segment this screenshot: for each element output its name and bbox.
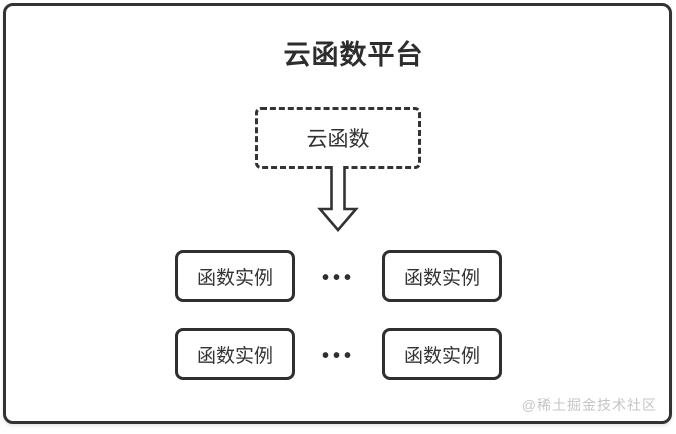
function-instance-label: 函数实例 — [196, 345, 273, 367]
ellipsis-dots: ••• — [321, 344, 355, 367]
down-arrow-icon — [317, 166, 359, 232]
function-instance-box: 函数实例 — [382, 250, 502, 302]
watermark: @稀土掘金技术社区 — [521, 397, 657, 413]
function-instance-box: 函数实例 — [382, 328, 502, 380]
function-instance-label: 函数实例 — [403, 345, 480, 367]
cloud-function-box: 云函数 — [255, 107, 421, 169]
function-instance-box: 函数实例 — [175, 250, 295, 302]
ellipsis-dots: ••• — [321, 266, 355, 289]
cloud-function-label: 云函数 — [306, 128, 370, 151]
function-instance-box: 函数实例 — [175, 328, 295, 380]
function-instance-label: 函数实例 — [403, 267, 480, 289]
page-title: 云函数平台 — [283, 40, 424, 70]
function-instance-label: 函数实例 — [196, 267, 273, 289]
platform-frame: 云函数平台 云函数 函数实例 ••• 函数实例 函数实例 ••• 函数实例 @稀… — [3, 3, 672, 424]
